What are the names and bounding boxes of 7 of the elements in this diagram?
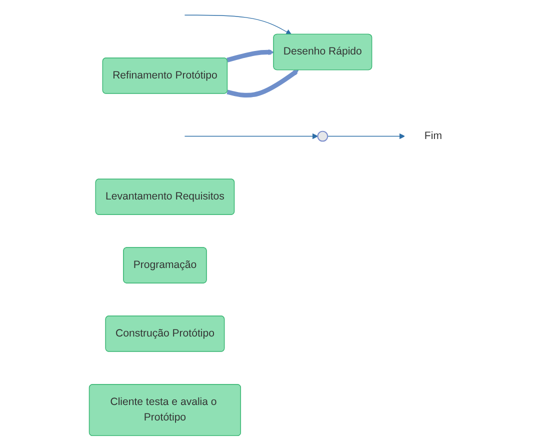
arrow bbox=[184, 14, 292, 35]
node-text: Fim bbox=[424, 130, 442, 142]
arrow bbox=[226, 70, 299, 98]
arrow bbox=[226, 49, 274, 62]
node-circle bbox=[317, 130, 328, 142]
arrow bbox=[184, 133, 318, 140]
arrow bbox=[327, 133, 405, 140]
